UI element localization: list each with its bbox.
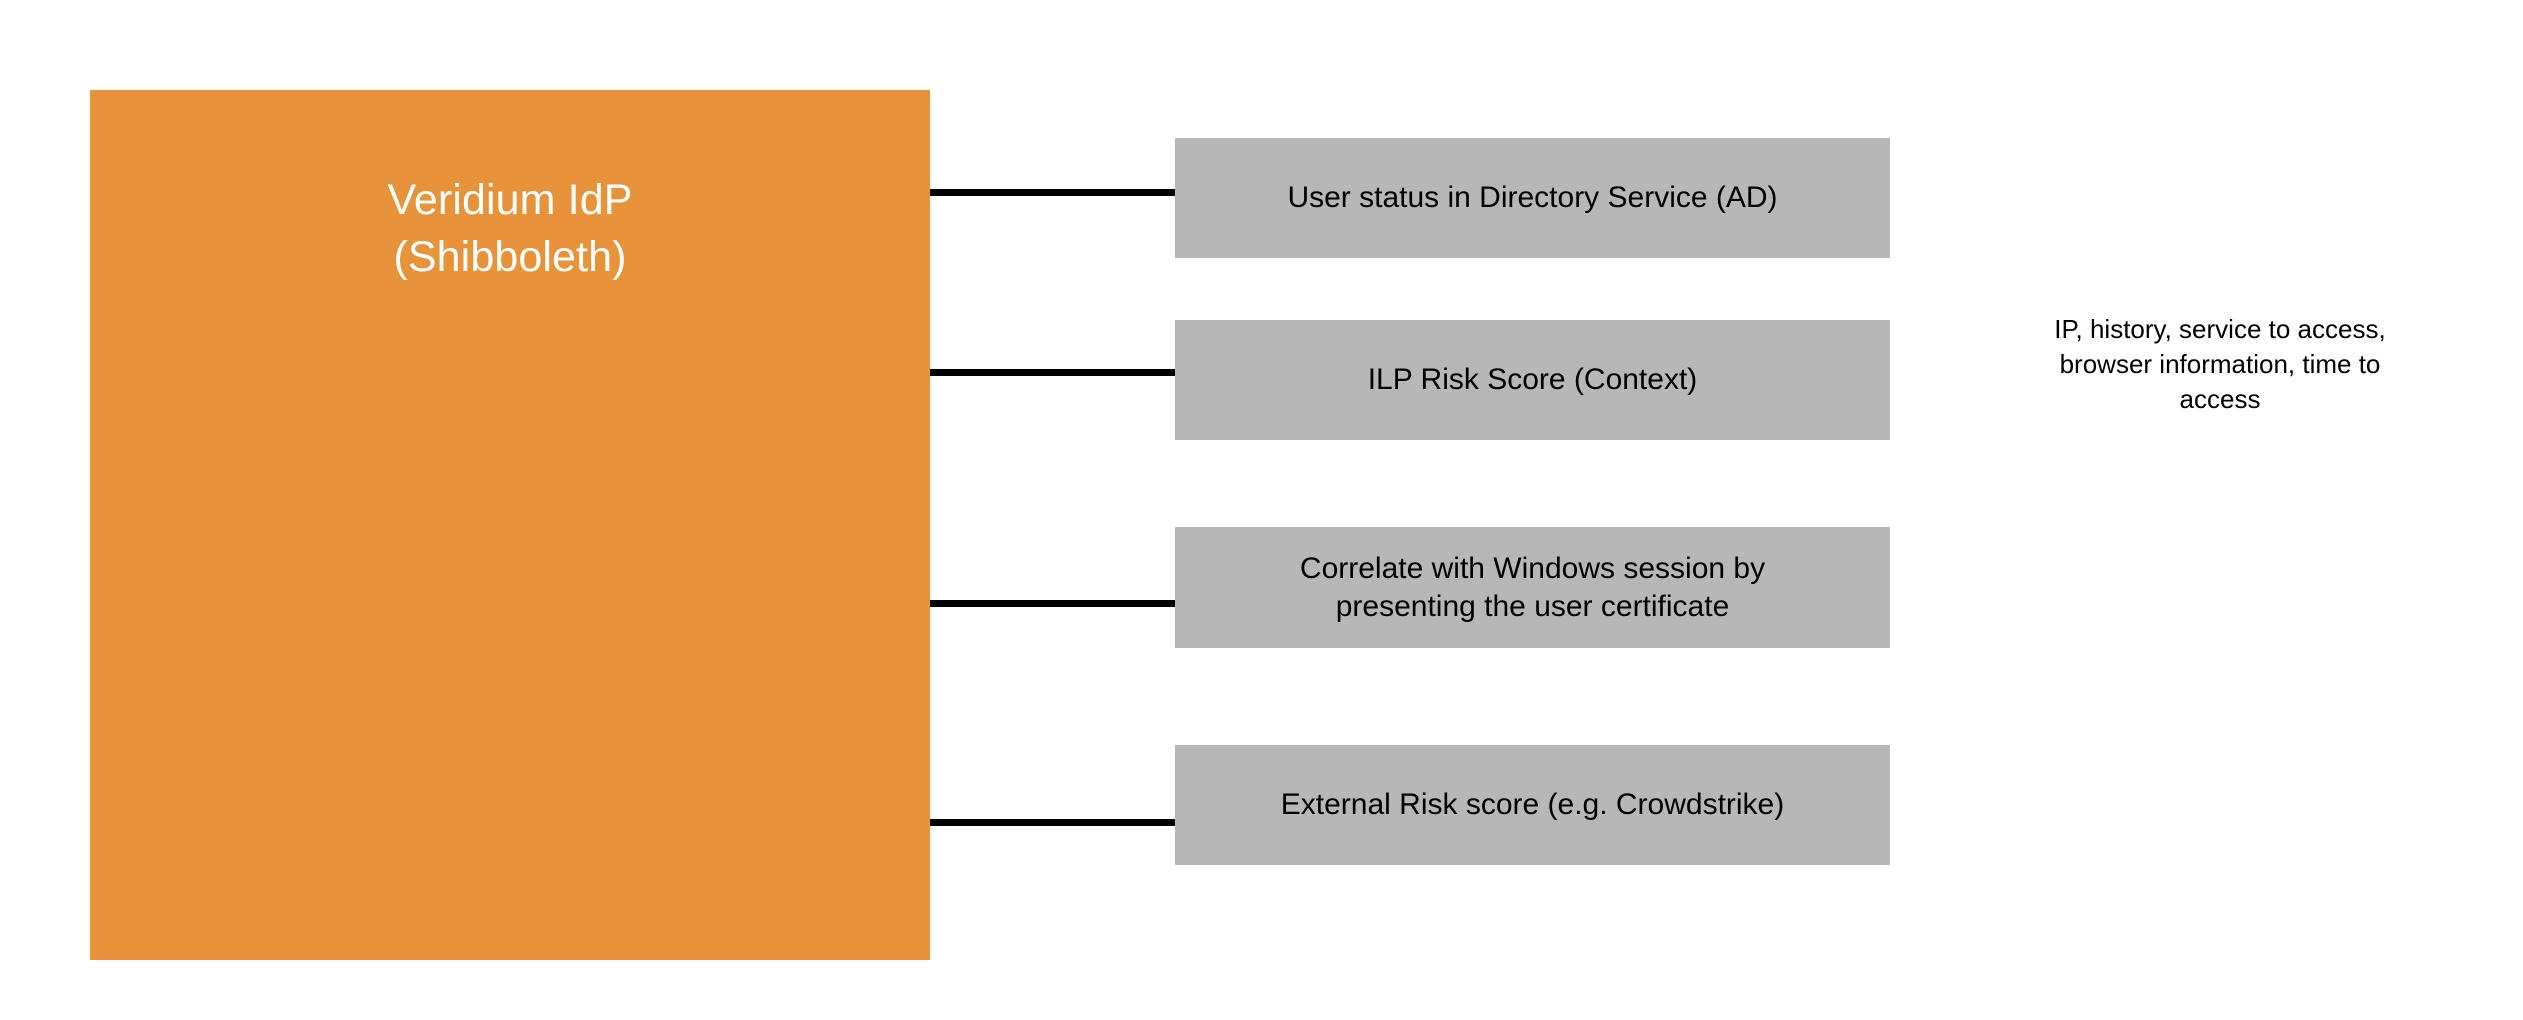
idp-node[interactable]: Veridium IdP (Shibboleth) — [90, 90, 930, 960]
attribute-box-user-status[interactable]: User status in Directory Service (AD) — [1175, 138, 1890, 258]
attribute-box-external-risk-score[interactable]: External Risk score (e.g. Crowdstrike) — [1175, 745, 1890, 865]
attribute-box-ilp-risk-score[interactable]: ILP Risk Score (Context) — [1175, 320, 1890, 440]
context-annotation-text: IP, history, service to access, browser … — [2054, 314, 2386, 415]
connector-line-1 — [930, 189, 1177, 196]
connector-line-3 — [930, 600, 1177, 607]
connector-line-4 — [930, 819, 1177, 826]
attribute-label: External Risk score (e.g. Crowdstrike) — [1280, 788, 1785, 822]
connector-line-2 — [930, 369, 1177, 376]
attribute-box-windows-session-correlation[interactable]: Correlate with Windows session by presen… — [1175, 527, 1890, 648]
attribute-label: Correlate with Windows session by presen… — [1299, 552, 1766, 623]
attribute-label: ILP Risk Score (Context) — [1367, 363, 1698, 397]
idp-node-label: Veridium IdP (Shibboleth) — [387, 176, 633, 281]
attribute-label: User status in Directory Service (AD) — [1287, 181, 1778, 215]
